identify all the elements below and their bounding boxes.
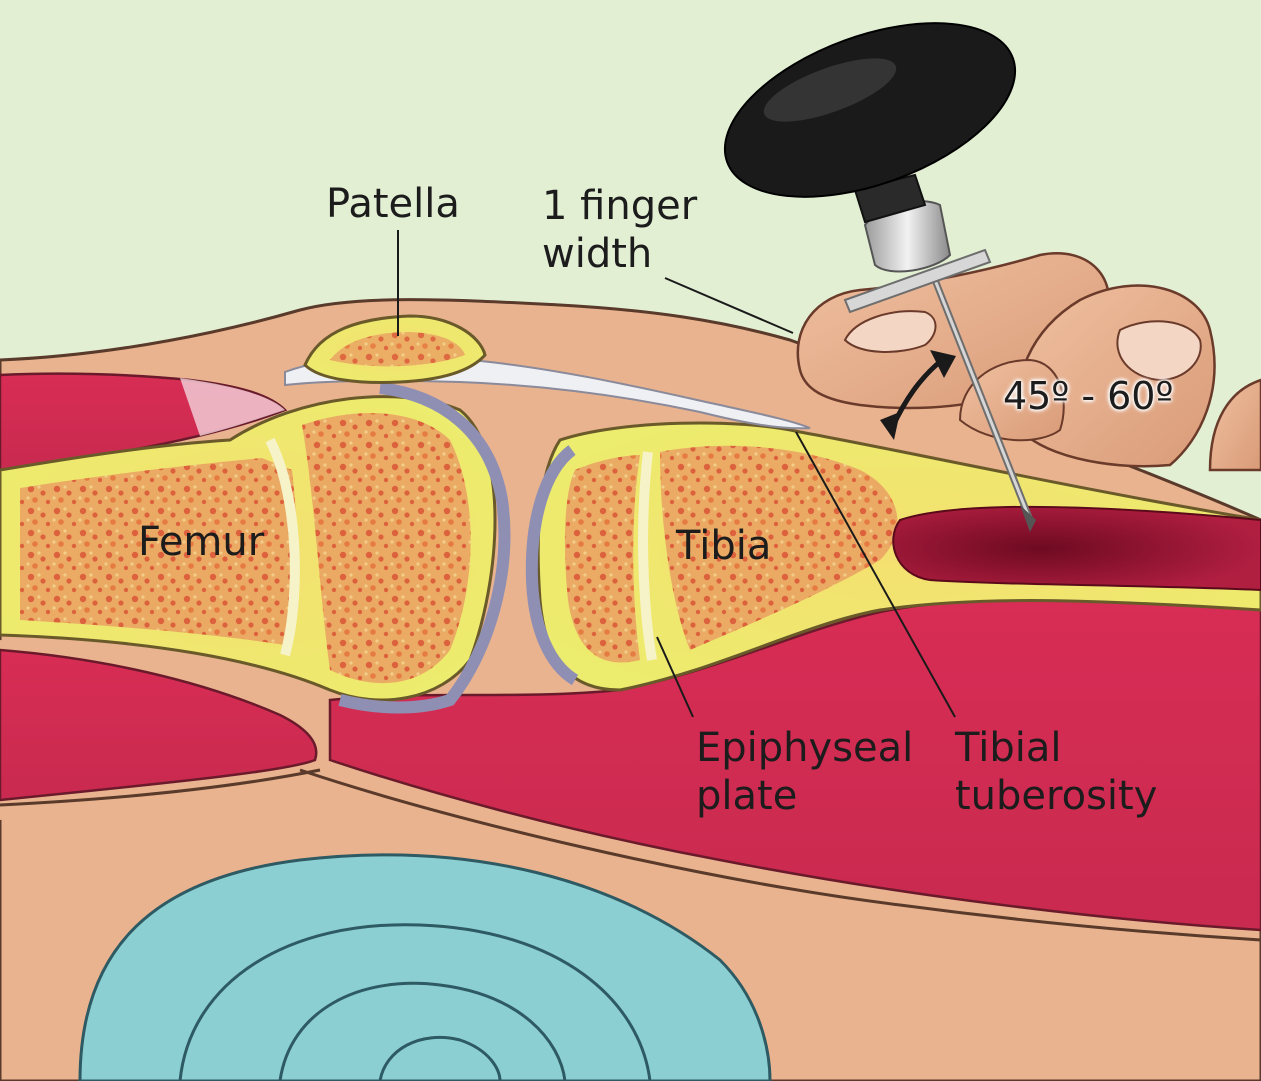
- angle-arrow: [880, 350, 956, 440]
- tibia-cartilage: [525, 445, 579, 686]
- hamstring-muscle: [0, 648, 318, 802]
- label-tibial-tuberosity: Tibial tuberosity: [955, 724, 1157, 820]
- label-angle: 45º - 60º: [1003, 374, 1174, 418]
- label-epiphyseal-line2: plate: [696, 773, 798, 819]
- label-finger-width: 1 finger width: [542, 182, 697, 278]
- label-finger-width-line2: width: [542, 231, 653, 277]
- femur-cartilage: [338, 382, 511, 714]
- needle-handle: [723, 22, 1017, 198]
- finger-width-leader: [664, 277, 794, 334]
- label-tibial-line1: Tibial: [955, 725, 1062, 771]
- label-epiphyseal-plate: Epiphyseal plate: [696, 724, 913, 820]
- label-finger-width-line1: 1 finger: [542, 183, 698, 229]
- marrow-cavity: [892, 505, 1261, 592]
- epiphyseal-leader: [656, 636, 694, 718]
- towel-roll: [78, 853, 772, 1081]
- tibial-tuberosity-leader: [795, 431, 956, 718]
- label-patella: Patella: [326, 181, 460, 227]
- label-femur: Femur: [138, 519, 265, 565]
- label-tibia: Tibia: [676, 523, 772, 569]
- intraosseous-needle: [723, 22, 1036, 532]
- label-tibial-line2: tuberosity: [955, 773, 1158, 819]
- label-epiphyseal-line1: Epiphyseal: [696, 725, 914, 771]
